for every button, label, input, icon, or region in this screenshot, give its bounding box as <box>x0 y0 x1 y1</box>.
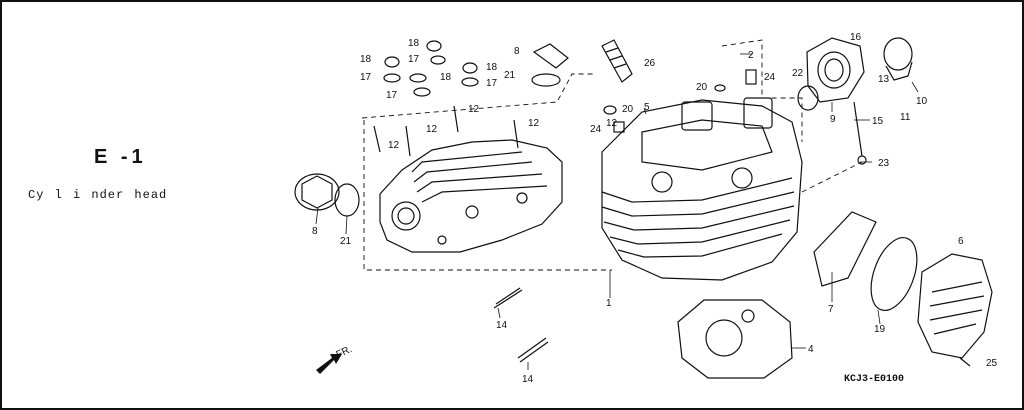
stud-bolt-14-lower <box>517 337 549 363</box>
callout: 15 <box>872 116 884 127</box>
cylinder-head <box>601 97 803 281</box>
callout: 17 <box>408 54 420 65</box>
callout: 8 <box>514 46 520 57</box>
callout: 12 <box>528 118 540 129</box>
section-title: Cy l i nder head <box>28 188 168 202</box>
bolt-12-a <box>373 125 381 153</box>
section-code: E -1 <box>94 146 147 168</box>
callout: 24 <box>590 124 602 135</box>
side-cover <box>917 253 993 359</box>
hose-clamp <box>883 37 913 81</box>
direction-label: FR. <box>335 344 354 361</box>
assembly-boundary-top <box>361 73 594 119</box>
callout: 18 <box>360 54 372 65</box>
arrow-fr-icon: FR. <box>316 344 354 374</box>
callout: 18 <box>408 38 420 49</box>
assembly-boundary-link <box>801 161 863 193</box>
callout: 5 <box>644 102 650 113</box>
bolt-12-c <box>453 105 459 133</box>
callout: 14 <box>496 320 508 331</box>
gasket-7 <box>813 211 877 287</box>
assembly-boundary-right <box>721 39 803 142</box>
callout: 18 <box>440 72 452 83</box>
bolt-12-d <box>513 119 519 149</box>
o-ring-22 <box>797 85 819 111</box>
callout: 10 <box>916 96 928 107</box>
hose-fitting-8 <box>532 43 569 69</box>
bolt-12-b <box>405 125 411 157</box>
callout: 4 <box>808 344 814 355</box>
callout: 2 <box>748 50 754 61</box>
callout: 11 <box>900 112 911 123</box>
cylinder-base-gasket <box>677 299 793 379</box>
callout: 25 <box>986 358 998 369</box>
callout: 17 <box>486 78 498 89</box>
o-ring-21-top <box>531 73 561 87</box>
callout: 12 <box>468 104 480 115</box>
callout: 9 <box>830 114 836 125</box>
callout: 17 <box>360 72 372 83</box>
oil-filler-cap <box>294 173 340 211</box>
callout: 18 <box>486 62 498 73</box>
callout: 19 <box>874 324 886 335</box>
callout: 12 <box>426 124 438 135</box>
callout: 21 <box>504 70 516 81</box>
callout: 17 <box>386 90 398 101</box>
callout: 22 <box>792 68 804 79</box>
o-ring-21-left <box>334 183 360 217</box>
intake-manifold <box>806 37 865 103</box>
drawing-code: KCJ3-E0100 <box>844 374 905 385</box>
cap-nuts-and-washers <box>383 40 867 165</box>
o-ring-19 <box>870 237 918 311</box>
callout: 14 <box>522 374 534 385</box>
stud-bolt-14-upper <box>493 287 523 309</box>
callout: 7 <box>828 304 834 315</box>
bolt-25 <box>959 357 971 367</box>
callout: 16 <box>850 32 862 43</box>
leader-lines <box>315 53 919 370</box>
callout: 24 <box>764 72 776 83</box>
spark-plug <box>601 39 633 83</box>
callout: 26 <box>644 58 656 69</box>
bolt-15 <box>853 101 863 157</box>
callout: 6 <box>958 236 964 247</box>
callout: 8 <box>312 226 318 237</box>
callout: 13 <box>878 74 890 85</box>
callout: 20 <box>622 104 634 115</box>
callout: 1 <box>606 298 612 309</box>
callout: 21 <box>340 236 352 247</box>
callout: 12 <box>606 118 618 129</box>
assembly-boundary-left <box>363 120 612 271</box>
callout-labels: 1 2 4 5 6 7 8 8 9 10 11 12 12 12 12 12 1… <box>312 32 998 385</box>
callout: 12 <box>388 140 400 151</box>
callout: 23 <box>878 158 890 169</box>
cylinder-head-cover <box>379 139 563 253</box>
callout: 20 <box>696 82 708 93</box>
